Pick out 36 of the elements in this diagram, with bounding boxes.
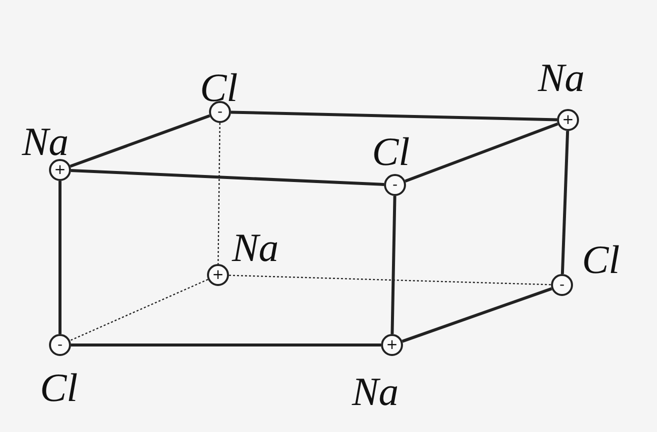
lattice-edge-line (230, 110, 558, 122)
element-symbol: Cl (200, 68, 238, 108)
ion-circle (209, 101, 231, 123)
element-symbol: Na (538, 58, 585, 98)
charge-sign: + (54, 163, 66, 177)
lattice-edge-line (70, 114, 210, 168)
charge-sign: + (562, 113, 574, 127)
ion-circle (49, 334, 71, 356)
hidden-edge-line (228, 274, 552, 286)
lattice-edge-line (58, 181, 62, 334)
charge-sign: - (57, 338, 63, 352)
ion-circle (384, 174, 406, 196)
element-symbol: Cl (40, 368, 78, 408)
ion-circle (381, 334, 403, 356)
charge-sign: + (212, 268, 224, 282)
element-symbol: Na (22, 122, 69, 162)
element-symbol: Na (352, 372, 399, 412)
ion-circle (207, 264, 229, 286)
charge-sign: - (217, 105, 223, 119)
lattice-edge-line (390, 196, 396, 334)
charge-sign: - (392, 178, 398, 192)
lattice-edge-line (71, 344, 381, 346)
element-symbol: Na (232, 228, 279, 268)
hidden-edge-line (70, 278, 208, 342)
hidden-edge-line (218, 123, 220, 264)
charge-sign: - (559, 278, 565, 292)
ion-circle (551, 274, 573, 296)
ion-circle (49, 159, 71, 181)
element-symbol: Cl (582, 240, 620, 280)
lattice-edge-line (70, 169, 384, 186)
lattice-edge-line (402, 287, 552, 343)
lattice-edge-line (560, 130, 570, 274)
element-symbol: Cl (372, 132, 410, 172)
charge-sign: + (386, 338, 398, 352)
lattice-edge-line (404, 122, 558, 183)
ion-circle (557, 109, 579, 131)
